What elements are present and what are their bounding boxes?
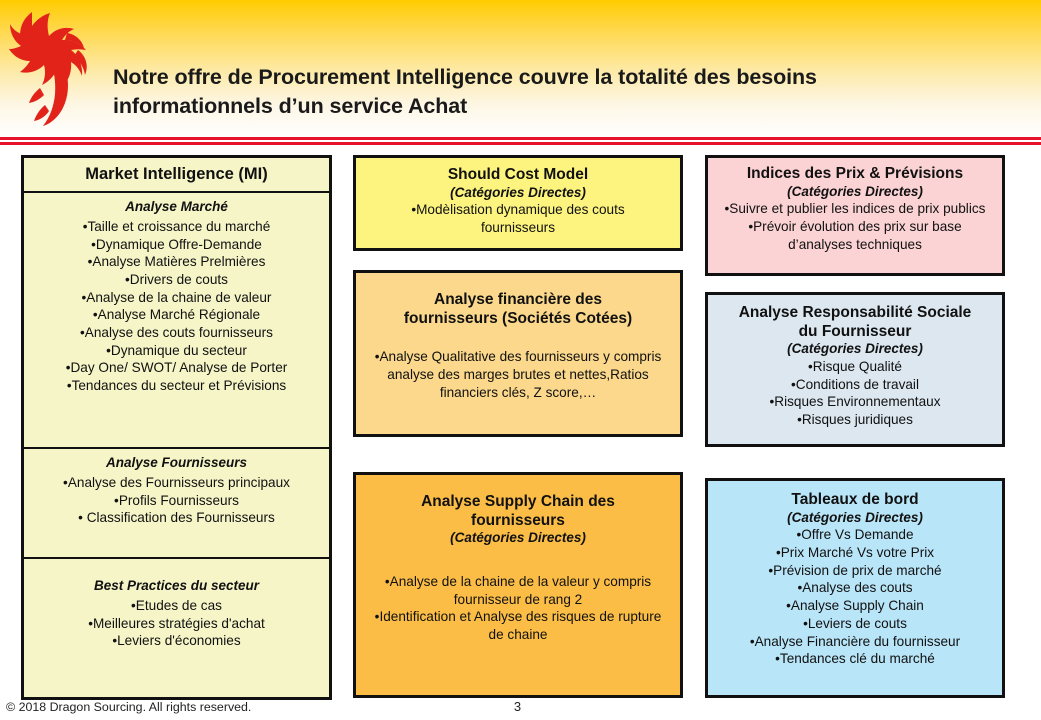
list-item: •Risques Environnementaux (769, 394, 941, 410)
list-item: •Analyse des Fournisseurs principaux (63, 474, 290, 490)
bullet-list: •Modèlisation dynamique des couts fourni… (356, 201, 680, 236)
list-item: •Modèlisation dynamique des couts fourni… (411, 202, 625, 236)
card-should-cost-model[interactable]: Should Cost Model (Catégories Directes) … (353, 155, 683, 251)
spacer (356, 547, 680, 573)
page-title: Notre offre de Procurement Intelligence … (113, 63, 993, 120)
list-item: •Prix Marché Vs votre Prix (775, 545, 935, 561)
list-item: •Prévoir évolution des prix sur base d’a… (748, 219, 962, 252)
card-indices-prix[interactable]: Indices des Prix & Prévisions (Catégorie… (705, 155, 1005, 276)
card-market-intelligence-header: Market Intelligence (MI) (24, 158, 329, 193)
list-item: •Drivers de couts (125, 271, 228, 287)
card-title: Market Intelligence (MI) (85, 164, 268, 183)
list-item: •Analyse des couts (797, 580, 913, 596)
list-item: •Analyse Supply Chain (786, 598, 924, 614)
card-title-line-1: Analyse financière des (434, 291, 602, 308)
list-item: •Profils Fournisseurs (114, 492, 239, 508)
card-subtitle: (Catégories Directes) (787, 183, 923, 199)
page-title-line-1: Notre offre de Procurement Intelligence … (113, 65, 817, 89)
list-item: •Taille et croissance du marché (82, 218, 271, 234)
header-divider-line-bottom (0, 142, 1041, 145)
card-analyse-supply-chain[interactable]: Analyse Supply Chain des fournisseurs (C… (353, 472, 683, 698)
card-subtitle: (Catégories Directes) (787, 341, 923, 357)
card-subtitle: (Catégories Directes) (787, 509, 923, 525)
card-title: Indices des Prix & Prévisions (746, 165, 964, 182)
list-item: •Meilleures stratégies d'achat (88, 615, 265, 631)
bullet-list: •Etudes de cas •Meilleures stratégies d'… (28, 597, 325, 650)
page-number-value: 3 (513, 699, 522, 714)
list-item: •Leviers d'économies (112, 633, 241, 649)
spacer (356, 328, 680, 348)
list-item: •Analyse Qualitative des fournisseurs y … (374, 349, 662, 400)
footer-page-number: 3 (0, 699, 1041, 714)
list-item: •Offre Vs Demande (796, 527, 914, 543)
list-item: •Risques juridiques (797, 412, 913, 428)
bullet-list: •Suivre et publier les indices de prix p… (708, 200, 1002, 253)
content-board: Market Intelligence (MI) Analyse Marché … (0, 145, 1041, 700)
card-market-intelligence[interactable]: Market Intelligence (MI) Analyse Marché … (21, 155, 332, 700)
list-item: •Analyse Marché Régionale (92, 307, 261, 323)
list-item: •Risque Qualité (808, 359, 902, 375)
list-item: •Dynamique Offre-Demande (91, 236, 262, 252)
footer-copyright: © 2018 Dragon Sourcing. All rights reser… (6, 700, 252, 714)
mi-section-best-practices: Best Practices du secteur •Etudes de cas… (24, 559, 329, 703)
dragon-logo-icon (9, 12, 87, 127)
card-analyse-financiere[interactable]: Analyse financière des fournisseurs (Soc… (353, 270, 683, 437)
page-title-line-2: informationnels d’un service Achat (113, 93, 468, 118)
bullet-list: •Analyse de la chaine de la valeur y com… (356, 573, 680, 644)
card-title: Should Cost Model (447, 166, 589, 183)
list-item: •Leviers de couts (803, 615, 907, 631)
header-divider-line-top (0, 137, 1041, 140)
bullet-list: •Analyse des Fournisseurs principaux •Pr… (28, 474, 325, 527)
card-title-line-1: Analyse Supply Chain des (421, 493, 615, 510)
mi-section-analyse-fournisseurs: Analyse Fournisseurs •Analyse des Fourni… (24, 449, 329, 559)
bullet-list: •Analyse Qualitative des fournisseurs y … (356, 348, 680, 401)
list-item: • Classification des Fournisseurs (78, 510, 275, 526)
bullet-list: •Offre Vs Demande •Prix Marché Vs votre … (708, 526, 1002, 667)
card-subtitle: (Catégories Directes) (450, 184, 586, 200)
section-subtitle: Best Practices du secteur (93, 578, 260, 593)
card-title-line-1: Analyse Responsabilité Sociale (738, 304, 972, 321)
list-item: •Prévision de prix de marché (768, 562, 942, 578)
list-item: •Conditions de travail (791, 376, 919, 392)
slide-header: Notre offre de Procurement Intelligence … (0, 0, 1041, 137)
list-item: •Analyse Matières Prelmières (87, 254, 266, 270)
mi-section-analyse-marche: Analyse Marché •Taille et croissance du … (24, 193, 329, 449)
card-title: Tableaux de bord (791, 491, 919, 508)
card-responsabilite-sociale[interactable]: Analyse Responsabilité Sociale du Fourni… (705, 292, 1005, 447)
list-item: •Analyse de la chaine de valeur (81, 289, 272, 305)
spacer (28, 565, 325, 578)
list-item: •Suivre et publier les indices de prix p… (724, 201, 986, 217)
list-item: •Analyse Financière du fournisseur (749, 633, 961, 649)
list-item: •Identification et Analyse des risques d… (374, 609, 662, 643)
card-tableaux-de-bord[interactable]: Tableaux de bord (Catégories Directes) •… (705, 478, 1005, 698)
list-item: •Dynamique du secteur (106, 342, 247, 358)
section-subtitle: Analyse Marché (125, 199, 228, 214)
section-subtitle: Analyse Fournisseurs (105, 455, 248, 470)
card-title-line-2: fournisseurs (471, 511, 565, 529)
list-item: •Tendances du secteur et Prévisions (66, 377, 287, 393)
card-title-line-2: du Fournisseur (798, 322, 912, 340)
card-subtitle: (Catégories Directes) (450, 530, 586, 546)
bullet-list: •Taille et croissance du marché •Dynamiq… (28, 218, 325, 395)
list-item: •Etudes de cas (131, 597, 222, 613)
card-title-line-2: fournisseurs (Sociétés Cotées) (403, 309, 633, 327)
list-item: •Tendances clé du marché (775, 651, 935, 667)
list-item: •Day One/ SWOT/ Analyse de Porter (65, 360, 288, 376)
list-item: •Analyse de la chaine de la valeur y com… (384, 574, 652, 607)
header-divider (0, 137, 1041, 145)
list-item: •Analyse des couts fournisseurs (80, 324, 273, 340)
bullet-list: •Risque Qualité •Conditions de travail •… (708, 358, 1002, 429)
